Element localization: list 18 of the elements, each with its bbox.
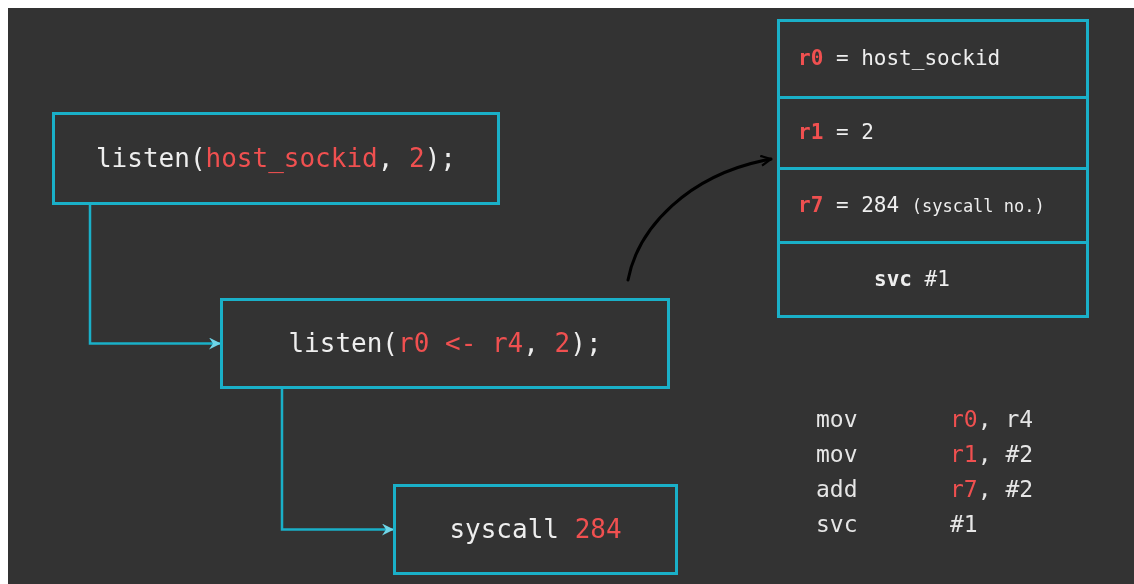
arrow — [88, 203, 222, 350]
code-box — [52, 112, 500, 205]
code-text: syscall 284 — [449, 513, 622, 546]
code-box — [220, 298, 670, 389]
code-text: svc #1 — [874, 266, 950, 293]
code-text: listen(r0 <- r4, 2); — [288, 327, 602, 360]
assembly-line: mov r1, #2 — [816, 440, 1034, 469]
assembly-line: svc #1 — [816, 510, 979, 539]
arrow — [280, 387, 395, 536]
assembly-line: add r7, #2 — [816, 475, 1034, 504]
code-text: r0 = host_sockid — [798, 45, 1001, 73]
code-text: r7 = 284 (syscall no.) — [798, 192, 1045, 219]
assembly-line: mov r0, r4 — [816, 405, 1034, 434]
code-text: listen(host_sockid, 2); — [95, 142, 456, 175]
code-box — [393, 484, 678, 575]
register-table — [777, 19, 1089, 318]
arrow — [626, 155, 773, 282]
code-text: r1 = 2 — [798, 119, 874, 147]
